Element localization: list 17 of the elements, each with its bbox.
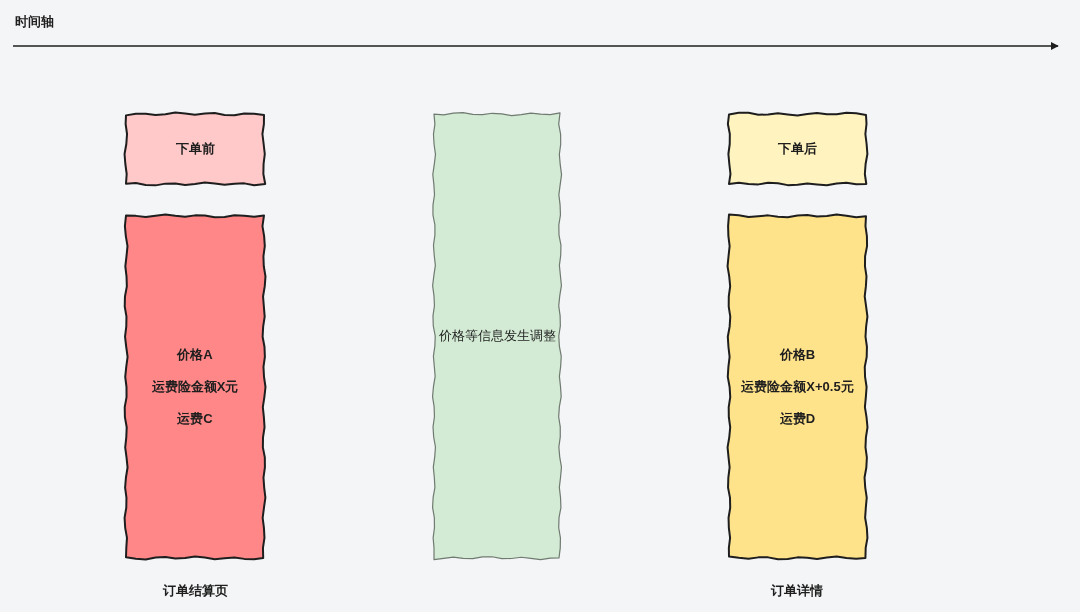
stage-box	[729, 114, 866, 184]
stage-box	[126, 114, 264, 184]
info-panel	[729, 216, 866, 558]
node-text: 下单前	[175, 140, 215, 158]
caption-text: 订单结算页	[162, 582, 228, 600]
change-panel	[434, 114, 560, 558]
axis-label: 时间轴	[15, 13, 54, 31]
node-text: 价格A	[177, 346, 213, 364]
info-panel	[126, 216, 264, 558]
node-text: 运费险金额X+0.5元	[741, 378, 854, 396]
node-text: 运费C	[177, 410, 213, 428]
node-text: 运费D	[779, 410, 816, 428]
node-text: 下单后	[778, 140, 817, 158]
node-text: 运费险金额X元	[151, 378, 239, 396]
node-text: 价格等信息发生调整	[438, 327, 556, 345]
caption-text: 订单详情	[771, 582, 823, 600]
node-text: 价格B	[779, 346, 816, 364]
